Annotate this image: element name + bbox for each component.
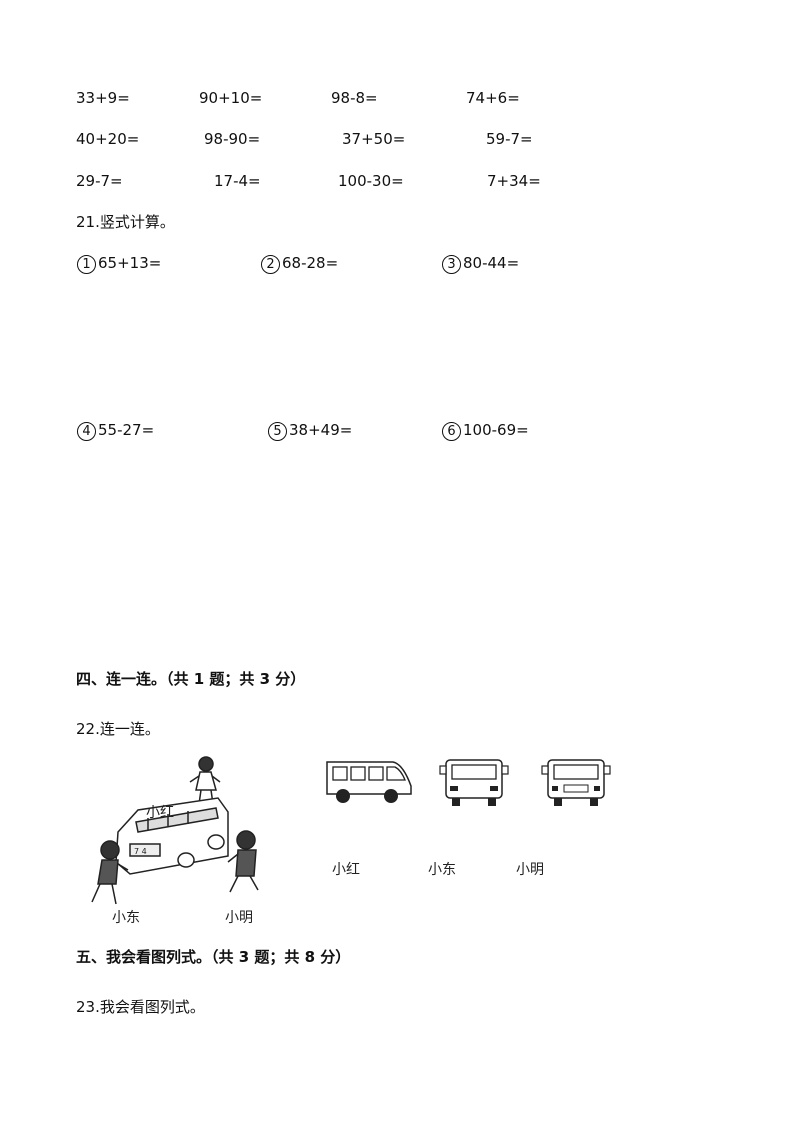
oral-item-2-1: 40+20=	[76, 130, 140, 148]
view-front	[438, 756, 510, 808]
car-and-children-drawing: 7 4	[91, 756, 259, 905]
boy-left-figure-icon	[91, 840, 129, 905]
section5-heading: 五、我会看图列式。（共 3 题；共 8 分）	[76, 948, 351, 966]
circled-number: 2	[261, 255, 280, 274]
circled-number: 5	[268, 422, 287, 441]
q21-expr: 100-69=	[463, 421, 529, 439]
bus-back-view-icon	[541, 759, 611, 806]
oral-item-1-4: 74+6=	[466, 89, 520, 107]
view-back	[540, 756, 612, 808]
view-label-xiaohong: 小红	[332, 862, 360, 878]
q21-expr: 68-28=	[282, 254, 339, 272]
q22-scene-illustration: 7 4	[78, 752, 298, 932]
bus-side-view-icon	[326, 761, 412, 803]
q23-title: 23.我会看图列式。	[76, 998, 205, 1016]
oral-item-2-4: 59-7=	[486, 130, 533, 148]
boy-right-figure-icon	[227, 830, 259, 893]
q21-expr: 55-27=	[98, 421, 155, 439]
girl-figure-icon	[189, 756, 221, 805]
circled-number: 6	[442, 422, 461, 441]
q21-title: 21.竖式计算。	[76, 213, 175, 231]
oral-item-1-1: 33+9=	[76, 89, 130, 107]
view-label-xiaoming: 小明	[516, 862, 544, 878]
circled-number: 3	[442, 255, 461, 274]
oral-item-2-3: 37+50=	[342, 130, 406, 148]
oral-item-3-1: 29-7=	[76, 172, 123, 190]
circled-number: 4	[77, 422, 96, 441]
view-side	[323, 756, 415, 806]
q21-expr: 80-44=	[463, 254, 520, 272]
oral-item-3-3: 100-30=	[338, 172, 404, 190]
view-label-xiaodong: 小东	[428, 862, 456, 878]
oral-item-2-2: 98-90=	[204, 130, 261, 148]
svg-text:7 4: 7 4	[134, 847, 147, 856]
oral-item-3-4: 7+34=	[487, 172, 541, 190]
section4-heading: 四、连一连。（共 1 题；共 3 分）	[76, 670, 306, 688]
minibus-icon: 7 4	[115, 797, 229, 875]
oral-item-1-2: 90+10=	[199, 89, 263, 107]
q21-expr: 38+49=	[289, 421, 353, 439]
oral-item-1-3: 98-8=	[331, 89, 378, 107]
scene-label-xiaoming: 小明	[225, 910, 253, 926]
scene-label-xiaodong: 小东	[112, 910, 140, 926]
circled-number: 1	[77, 255, 96, 274]
bus-front-view-icon	[439, 759, 509, 806]
q21-expr: 65+13=	[98, 254, 162, 272]
oral-item-3-2: 17-4=	[214, 172, 261, 190]
q22-title: 22.连一连。	[76, 720, 160, 738]
scene-label-xiaohong: 小红	[146, 805, 174, 821]
